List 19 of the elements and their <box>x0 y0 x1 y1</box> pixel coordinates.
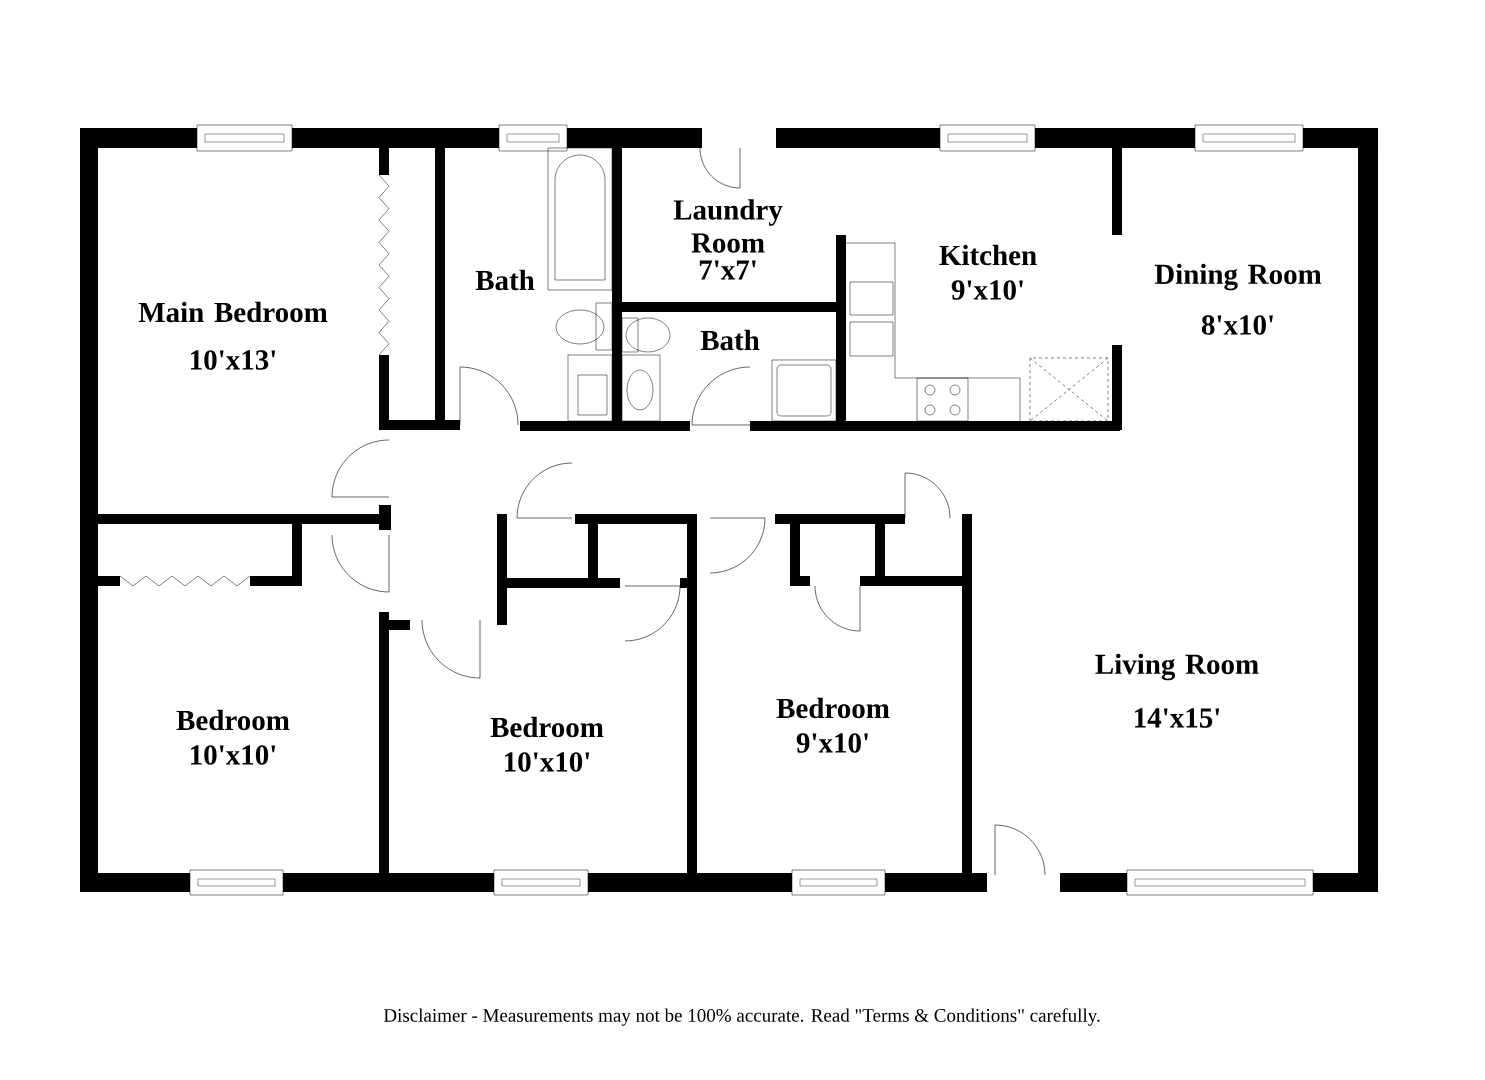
room-name: Bedroom <box>490 716 604 738</box>
room-name: Dining Room <box>1154 263 1322 291</box>
room-dimension: 9'x10' <box>796 733 868 753</box>
room-dimension: 10'x10' <box>505 752 590 772</box>
room-name: Bath <box>475 269 535 291</box>
room-dimension: 9'x10' <box>951 280 1023 300</box>
room-dimension: 10'x13' <box>191 350 276 370</box>
room-dimension: 10'x10' <box>191 745 276 765</box>
room-dimension: 14'x15' <box>1135 708 1220 728</box>
room-name: Bedroom <box>176 709 290 731</box>
room-name: Kitchen <box>939 244 1037 266</box>
room-name: Laundry Room <box>673 199 783 253</box>
room-name: Living Room <box>1095 653 1259 681</box>
room-name: Bath <box>700 329 760 351</box>
room-name: Bedroom <box>776 697 890 719</box>
room-name: Main Bedroom <box>138 301 328 323</box>
room-dimension: 7'x7' <box>699 260 756 280</box>
disclaimer-text: Disclaimer - Measurements may not be 100% accurate. Read "Terms & Conditions" carefully. <box>383 1008 1100 1026</box>
room-dimension: 8'x10' <box>1201 315 1273 335</box>
